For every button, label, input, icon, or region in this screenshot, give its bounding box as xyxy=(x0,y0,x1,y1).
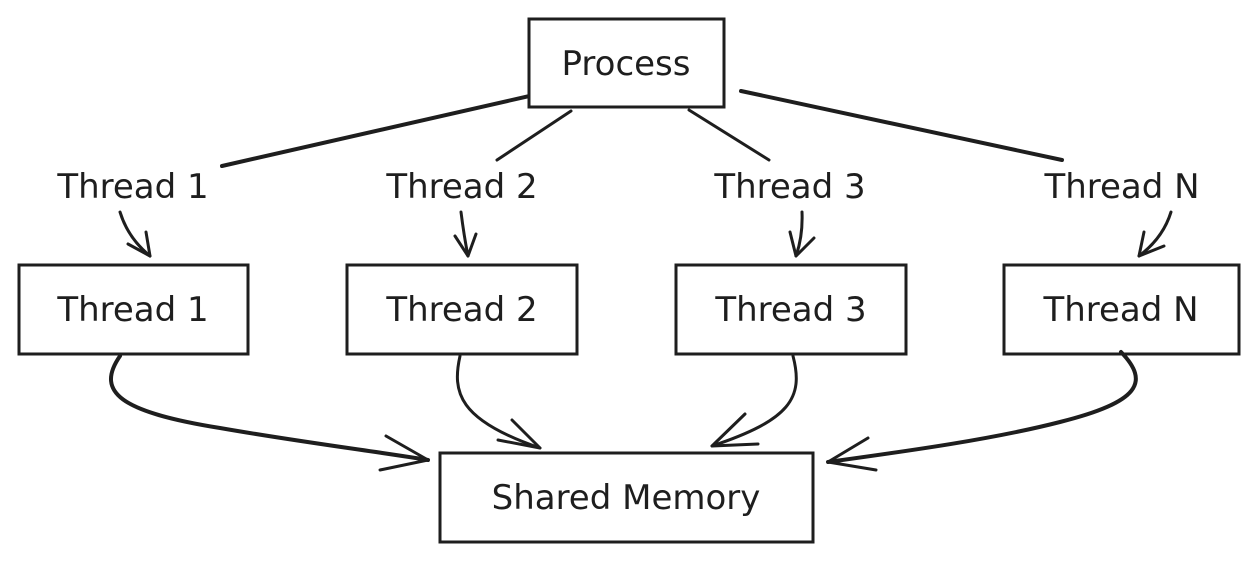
shared-memory-label: Shared Memory xyxy=(492,478,761,518)
process-box xyxy=(527,17,726,109)
arrow-label-box-2 xyxy=(453,210,478,258)
box-to-memory-arrows xyxy=(109,350,1138,472)
thread-box-2: Thread 2 xyxy=(345,263,579,356)
thread-label-2: Thread 2 xyxy=(385,167,537,207)
thread-labels: Thread 1 Thread 2 Thread 3 Thread N xyxy=(56,167,1199,207)
thread-box-n-label: Thread N xyxy=(1042,290,1198,330)
thread-label-1: Thread 1 xyxy=(56,167,208,207)
thread-box-3: Thread 3 xyxy=(674,263,908,356)
process-node: Process xyxy=(527,17,726,109)
process-edges xyxy=(220,89,1064,168)
arrow-thread-n-memory xyxy=(826,350,1138,472)
thread-label-n: Thread N xyxy=(1043,167,1199,207)
edge-process-thread-n xyxy=(739,89,1064,162)
thread-box-2-label: Thread 2 xyxy=(385,290,537,330)
arrow-label-box-3 xyxy=(788,210,816,258)
shared-memory-node: Shared Memory xyxy=(438,451,815,544)
arrow-thread-1-memory xyxy=(109,354,430,472)
thread-box-3-label: Thread 3 xyxy=(714,290,866,330)
edge-process-thread-2 xyxy=(495,109,573,162)
thread-box-1: Thread 1 xyxy=(17,263,250,356)
shared-memory-box xyxy=(438,451,815,544)
label-to-box-arrows xyxy=(118,210,1173,258)
edge-process-thread-1 xyxy=(220,90,549,168)
arrow-thread-2-memory xyxy=(455,354,542,450)
arrow-label-box-n xyxy=(1137,210,1173,258)
arrow-thread-3-memory xyxy=(710,354,798,448)
process-label: Process xyxy=(562,44,691,84)
arrow-label-box-1 xyxy=(118,210,152,258)
thread-label-3: Thread 3 xyxy=(713,167,865,207)
thread-box-n: Thread N xyxy=(1002,263,1241,356)
thread-box-1-label: Thread 1 xyxy=(56,290,208,330)
edge-process-thread-3 xyxy=(687,108,771,162)
thread-boxes: Thread 1 Thread 2 Thread 3 Thread N xyxy=(17,263,1241,356)
